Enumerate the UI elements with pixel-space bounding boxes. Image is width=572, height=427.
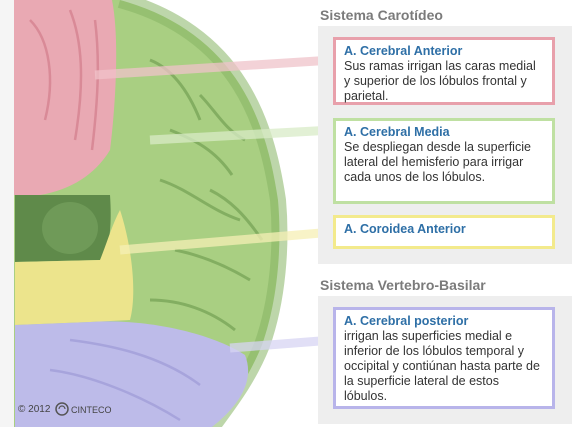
vertebrobasilar-system-heading: Sistema Vertebro-Basilar bbox=[320, 277, 486, 293]
carotid-system-heading: Sistema Carotídeo bbox=[320, 7, 443, 23]
posterior-cerebral-territory bbox=[15, 321, 249, 427]
anterior-choroidal-territory bbox=[15, 210, 134, 325]
callout-posterior-cerebral: A. Cerebral posterior irrigan las superf… bbox=[333, 307, 555, 409]
anterior-cerebral-territory bbox=[0, 0, 117, 195]
callout-body: Sus ramas irrigan las caras medial y sup… bbox=[344, 59, 536, 103]
connector-media bbox=[149, 125, 334, 145]
callout-body: Se despliegan desde la superficie latera… bbox=[344, 140, 531, 184]
callout-title: A. Cerebral Anterior bbox=[344, 44, 463, 58]
connector-posterior bbox=[229, 335, 334, 353]
callout-title: A. Cerebral Media bbox=[344, 125, 450, 139]
callout-anterior-cerebral: A. Cerebral Anterior Sus ramas irrigan l… bbox=[333, 37, 555, 105]
callout-title: A. Coroidea Anterior bbox=[344, 222, 466, 236]
connector-coroidea bbox=[119, 227, 334, 255]
callout-title: A. Cerebral posterior bbox=[344, 314, 469, 328]
cinteco-logo-icon bbox=[55, 402, 69, 416]
svg-text:CINTECO: CINTECO bbox=[71, 405, 112, 415]
callout-middle-cerebral: A. Cerebral Media Se despliegan desde la… bbox=[333, 118, 555, 204]
connector-anterior bbox=[94, 55, 334, 80]
copyright-text: © 2012 bbox=[18, 404, 51, 415]
callout-body: irrigan las superficies medial e inferio… bbox=[344, 329, 540, 403]
callout-anterior-choroidal: A. Coroidea Anterior bbox=[333, 215, 555, 249]
cinteco-logo: CINTECO bbox=[55, 402, 112, 416]
